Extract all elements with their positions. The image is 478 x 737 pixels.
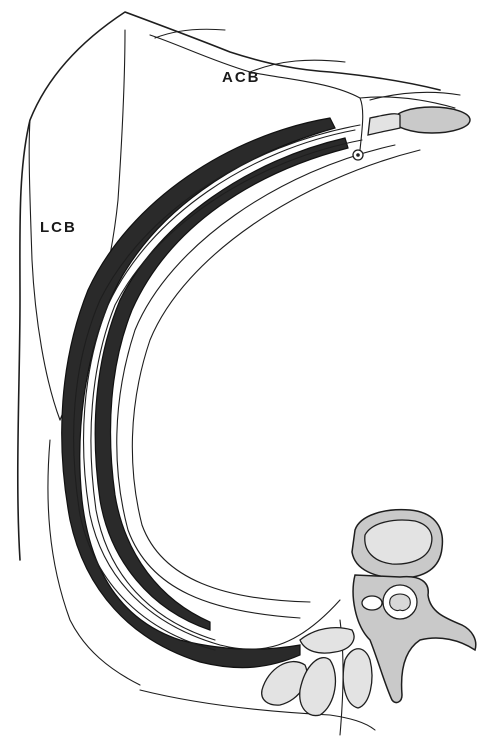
- vertebral-body-top: [365, 520, 432, 564]
- costal-cartilage: [368, 114, 400, 135]
- spinal-nerve-root: [362, 596, 382, 610]
- label-acb: ACB: [222, 69, 261, 86]
- anterior-cutaneous-branch: [150, 35, 363, 150]
- label-lcb: LCB: [40, 219, 77, 236]
- paraspinal-muscle-3: [343, 649, 372, 708]
- lateral-cutaneous-branch: [29, 120, 60, 420]
- transverse-process: [300, 628, 354, 653]
- intercostal-nerve: [84, 130, 355, 649]
- posterior-branch-2: [140, 690, 375, 730]
- spinal-cord: [390, 594, 411, 611]
- anterior-vessel-core: [356, 153, 360, 157]
- internal-intercostal-muscle: [95, 138, 348, 630]
- sternum: [394, 107, 470, 133]
- skin-outline: [18, 12, 440, 560]
